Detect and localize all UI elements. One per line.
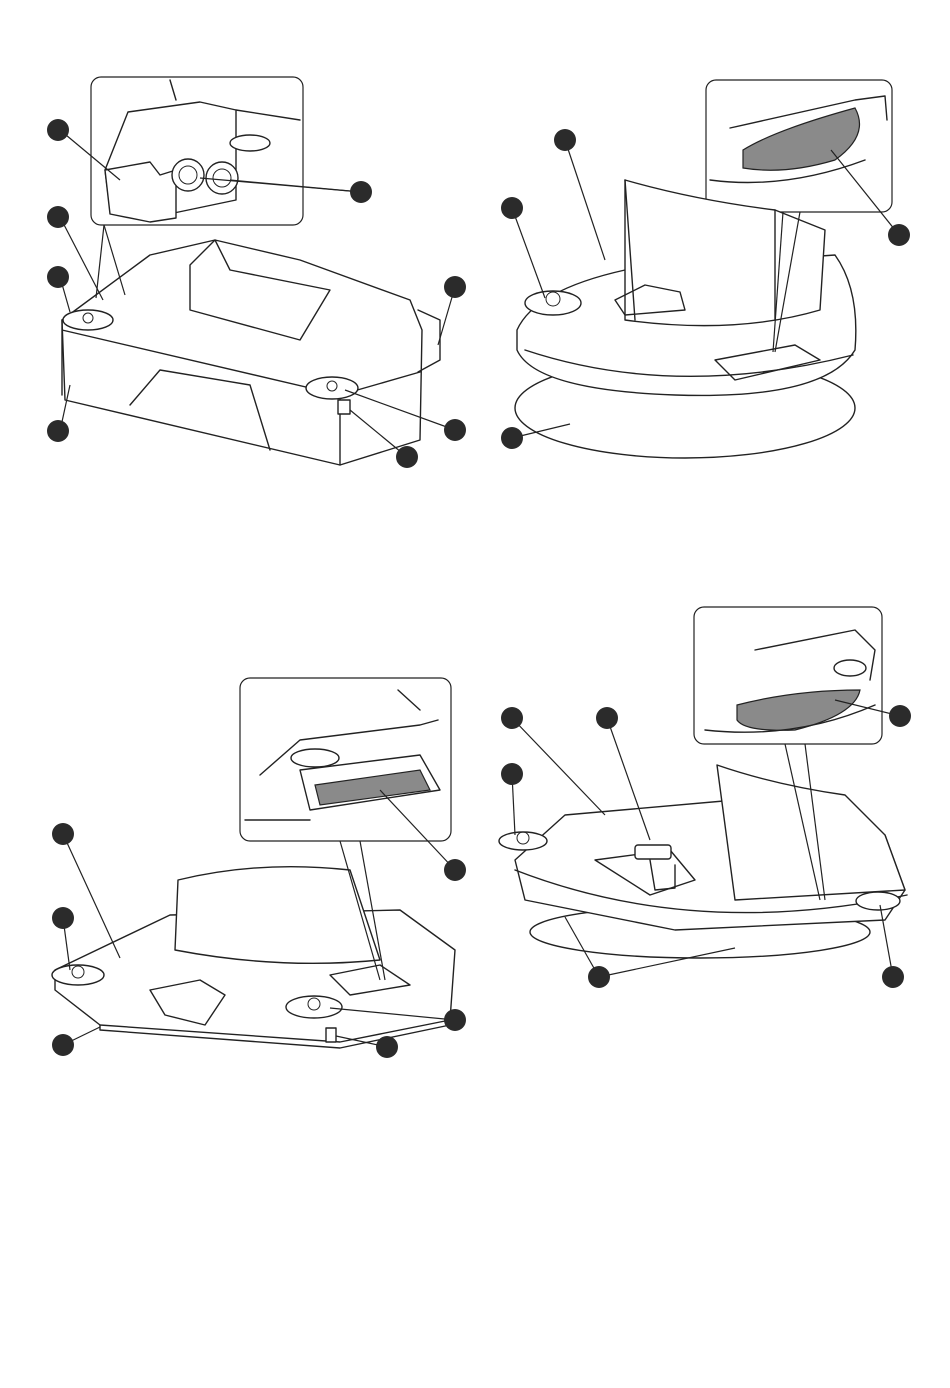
- caster-wheel-right: [286, 996, 342, 1018]
- callout-marker: [444, 276, 466, 298]
- callout-marker: [52, 1034, 74, 1056]
- caster-wheel-left: [52, 965, 104, 985]
- callout-marker: [350, 181, 372, 203]
- wheel-icon: [834, 660, 866, 676]
- callout-marker: [396, 446, 418, 468]
- figure-top-left-drawing: [0, 0, 475, 500]
- callout-marker: [501, 427, 523, 449]
- callout-marker: [444, 859, 466, 881]
- handle-connector: [635, 845, 671, 859]
- caster-wheel-left: [499, 832, 547, 850]
- caster-wheel-right: [856, 892, 900, 910]
- figure-bottom-left: [0, 650, 475, 1080]
- figure-top-right-drawing: [475, 0, 950, 500]
- wheel-icon: [230, 135, 270, 151]
- figure-top-right: [475, 0, 950, 500]
- figure-bottom-right-drawing: [475, 590, 950, 1010]
- callout-marker: [444, 419, 466, 441]
- brush-roller-1: [172, 159, 204, 191]
- callout-marker: [376, 1036, 398, 1058]
- handle-mount: [717, 765, 905, 900]
- callout-marker: [52, 907, 74, 929]
- figure-bottom-left-drawing: [0, 650, 475, 1080]
- callout-marker: [52, 823, 74, 845]
- callout-marker: [47, 266, 69, 288]
- callout-marker: [889, 705, 911, 727]
- caster-wheel-right: [306, 377, 358, 399]
- callout-marker: [501, 763, 523, 785]
- brush-roller-2: [206, 162, 238, 194]
- callout-marker: [588, 966, 610, 988]
- callout-marker: [882, 966, 904, 988]
- connector: [338, 400, 350, 414]
- machine-body: [62, 240, 422, 465]
- caster-wheel: [525, 291, 581, 315]
- callout-marker: [47, 206, 69, 228]
- wheel-icon: [291, 749, 339, 767]
- figure-bottom-right: [475, 590, 950, 1010]
- callout-marker: [47, 119, 69, 141]
- callout-marker: [444, 1009, 466, 1031]
- callout-marker: [501, 707, 523, 729]
- callout-marker: [501, 197, 523, 219]
- callout-marker: [888, 224, 910, 246]
- figure-top-left: [0, 0, 475, 500]
- handle-mount: [175, 867, 380, 964]
- callout-marker: [596, 707, 618, 729]
- callout-marker: [554, 129, 576, 151]
- callout-marker: [47, 420, 69, 442]
- connector: [326, 1028, 336, 1042]
